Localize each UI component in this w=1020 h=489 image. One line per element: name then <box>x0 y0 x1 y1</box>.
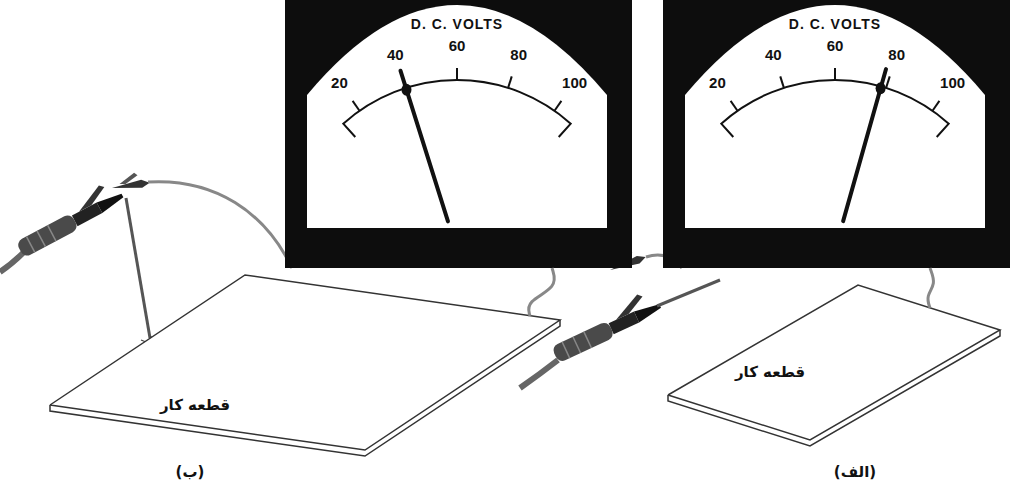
plate-outline <box>668 308 1000 440</box>
scale-number: 100 <box>940 74 965 91</box>
electrode-holder <box>547 288 664 363</box>
scale-tick <box>780 76 784 87</box>
ground-cable <box>928 268 933 308</box>
electrode-rod <box>657 280 720 306</box>
welding-cable <box>520 360 558 388</box>
plate-outline <box>50 316 560 450</box>
workpiece-label: قطعه کار <box>735 363 805 381</box>
panel-label: (ب) <box>176 463 205 481</box>
scale-number: 20 <box>331 74 348 91</box>
holder-body <box>72 202 102 226</box>
voltmeter: D. C. VOLTS 20 40 60 80 100 <box>663 0 1010 268</box>
scale-tick <box>933 101 940 111</box>
meter-unit-label: D. C. VOLTS <box>411 16 503 32</box>
workpiece-plate: قطعه کار <box>668 308 1000 440</box>
scale-tick <box>834 68 836 80</box>
scale-number: 80 <box>510 46 527 63</box>
scale-arc <box>721 80 949 137</box>
holder-handle <box>551 321 615 364</box>
needle-dot <box>401 84 411 96</box>
scale-number: 20 <box>709 74 726 91</box>
meter-lead <box>148 182 292 268</box>
handle-rib <box>562 342 570 358</box>
panel-label: (الف) <box>834 463 876 481</box>
voltmeter: D. C. VOLTS 20 40 60 80 100 <box>285 0 632 268</box>
holder-lever <box>72 184 109 212</box>
scale-number: 40 <box>765 46 782 63</box>
handle-rib <box>573 337 581 353</box>
handle-rib <box>26 236 34 252</box>
handle-rib <box>584 332 592 348</box>
scale-tick <box>456 68 458 80</box>
dial-plate <box>685 5 985 228</box>
clip-lever <box>118 172 138 185</box>
meter-needle <box>400 71 448 222</box>
handle-rib <box>37 231 45 247</box>
workpiece-plate: قطعه کار <box>50 316 560 450</box>
scale-number: 40 <box>387 46 404 63</box>
scale-number: 80 <box>888 46 905 63</box>
electrode-rod <box>126 198 150 338</box>
needle-dot <box>876 82 886 94</box>
scale-arc <box>343 80 571 137</box>
ground-cable <box>529 268 555 316</box>
meter-clip <box>110 171 150 192</box>
scale-number: 100 <box>562 74 587 91</box>
electrode-holder <box>11 178 127 258</box>
workpiece-label: قطعه کار <box>160 396 230 414</box>
welding-cable <box>0 252 24 272</box>
scale-number: 60 <box>449 37 466 54</box>
plate-surface <box>50 275 560 450</box>
scale-tick <box>508 76 512 87</box>
scale-tick <box>731 101 738 111</box>
scale-tick <box>353 101 360 111</box>
plate-edge <box>668 330 1000 446</box>
holder-lever <box>610 293 647 320</box>
meter-unit-label: D. C. VOLTS <box>789 16 881 32</box>
holder-body <box>609 312 639 335</box>
clip-jaw <box>111 179 150 192</box>
holder-jaw <box>97 190 126 213</box>
scale-number: 60 <box>827 37 844 54</box>
meter-needle <box>843 69 886 221</box>
plate-edge <box>50 320 560 456</box>
scale-tick <box>555 101 562 111</box>
holder-jaw <box>634 301 663 323</box>
handle-rib <box>48 225 56 241</box>
holder-handle <box>16 213 79 258</box>
dial-plate <box>307 5 607 228</box>
scale-tick <box>886 76 890 87</box>
